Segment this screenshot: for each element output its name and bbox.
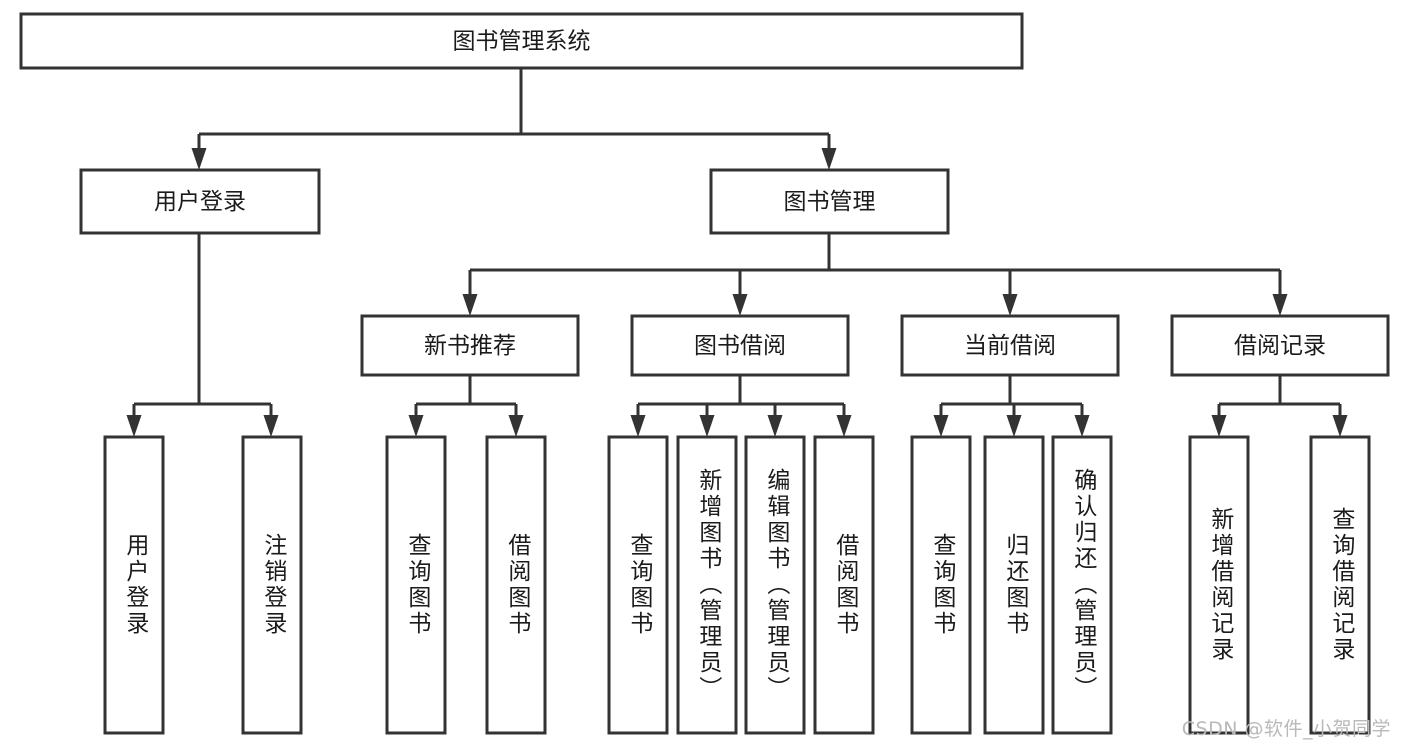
connectors-layer: [126, 68, 1348, 437]
arrow-head-icon: [836, 415, 852, 437]
connector-root-bus: [191, 68, 837, 170]
node-box-leaf-query-books-borrow[interactable]: [607, 435, 669, 735]
connector-book-management-bus: [462, 233, 1288, 316]
connector-book-borrow-bus: [630, 375, 852, 437]
arrow-head-icon: [263, 415, 279, 437]
node-boxes-layer: [19, 12, 1390, 735]
csdn-watermark: CSDN @软件_小贺同学: [1181, 718, 1391, 740]
connector-borrow-record-bus: [1211, 375, 1348, 437]
arrow-head-icon: [699, 415, 715, 437]
node-label-book-borrow: 图书借阅: [694, 333, 786, 359]
arrow-head-icon: [126, 415, 142, 437]
node-box-leaf-add-borrow-record[interactable]: [1188, 435, 1250, 735]
node-box-root[interactable]: [19, 12, 1024, 70]
connector-current-borrow-bus: [933, 375, 1090, 437]
node-box-user-login[interactable]: [79, 168, 321, 235]
node-label-borrow-record: 借阅记录: [1234, 333, 1326, 359]
node-label-user-login: 用户登录: [154, 189, 246, 215]
arrow-head-icon: [1332, 415, 1348, 437]
arrow-head-icon: [821, 148, 837, 170]
node-box-leaf-query-borrow-record[interactable]: [1309, 435, 1371, 735]
arrow-head-icon: [732, 294, 748, 316]
arrow-head-icon: [408, 415, 424, 437]
arrow-head-icon: [462, 294, 478, 316]
arrow-head-icon: [767, 415, 783, 437]
node-box-leaf-query-books-current[interactable]: [910, 435, 972, 735]
arrow-head-icon: [508, 415, 524, 437]
arrow-head-icon: [933, 415, 949, 437]
node-box-borrow-record[interactable]: [1170, 314, 1390, 377]
node-box-leaf-return-book[interactable]: [983, 435, 1045, 735]
node-label-book-management: 图书管理: [784, 189, 876, 215]
node-box-leaf-borrow-books-new[interactable]: [485, 435, 547, 735]
node-label-current-borrow: 当前借阅: [964, 333, 1056, 359]
node-box-leaf-borrow-book[interactable]: [813, 435, 875, 735]
arrow-head-icon: [1002, 294, 1018, 316]
arrow-head-icon: [630, 415, 646, 437]
node-box-leaf-user-logout[interactable]: [241, 435, 303, 735]
node-box-leaf-confirm-return-admin[interactable]: [1051, 435, 1113, 735]
node-box-new-book-recommend[interactable]: [360, 314, 580, 377]
arrow-head-icon: [191, 148, 207, 170]
node-box-leaf-add-book-admin[interactable]: [676, 435, 738, 735]
connector-user-login-bus: [126, 233, 279, 437]
node-box-leaf-user-login[interactable]: [103, 435, 165, 735]
node-box-leaf-edit-book-admin[interactable]: [744, 435, 806, 735]
arrow-head-icon: [1272, 294, 1288, 316]
arrow-head-icon: [1211, 415, 1227, 437]
arrow-head-icon: [1006, 415, 1022, 437]
connector-new-book-bus: [408, 375, 524, 437]
node-box-leaf-query-books-new[interactable]: [385, 435, 447, 735]
node-box-current-borrow[interactable]: [900, 314, 1120, 377]
node-label-new-book-recommend: 新书推荐: [424, 333, 516, 359]
node-box-book-borrow[interactable]: [630, 314, 850, 377]
node-label-root: 图书管理系统: [453, 29, 591, 55]
arrow-head-icon: [1074, 415, 1090, 437]
node-box-book-management[interactable]: [709, 168, 950, 235]
